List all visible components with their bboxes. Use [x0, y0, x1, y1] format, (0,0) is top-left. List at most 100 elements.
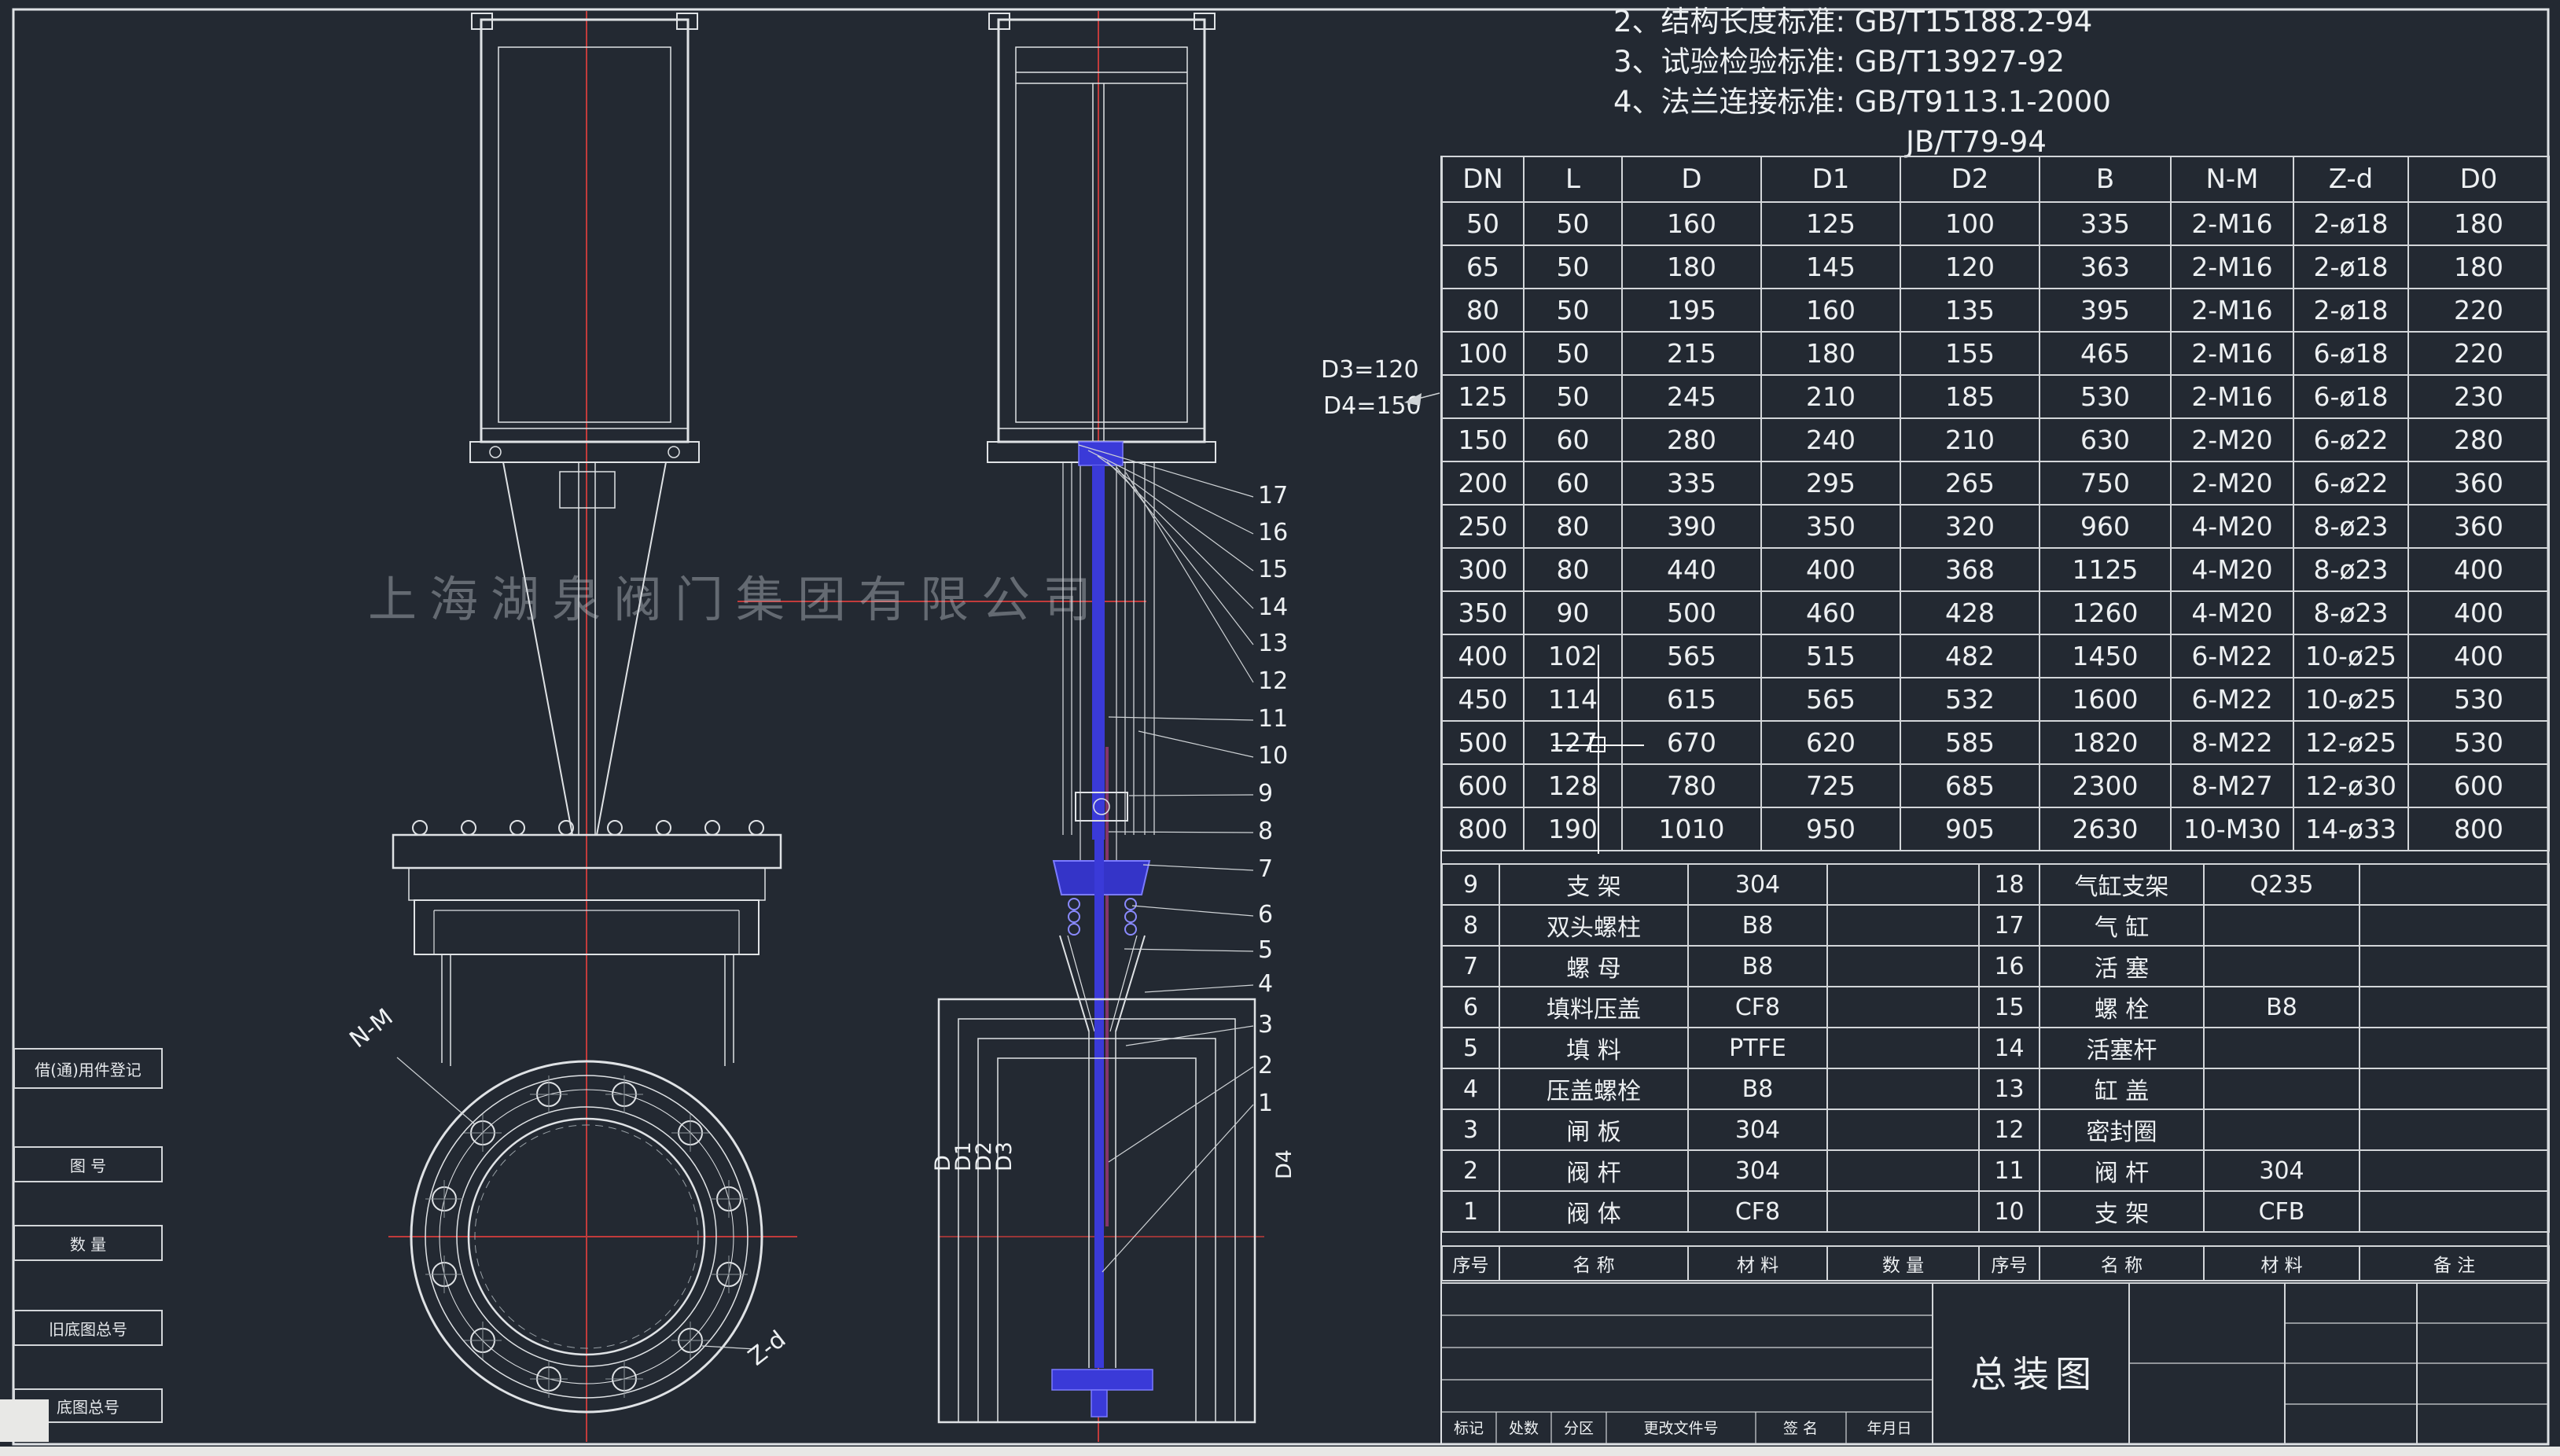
cell: 阀 杆 — [2039, 1149, 2205, 1192]
cell: 304 — [1687, 863, 1828, 906]
cell: DN — [1441, 156, 1525, 203]
cell: 名 称 — [2039, 1245, 2205, 1281]
cell: 2-M16 — [2170, 331, 2294, 376]
cell: 128 — [1523, 763, 1623, 808]
cell — [1826, 1068, 1980, 1110]
cell — [2359, 945, 2550, 987]
cell: 600 — [1441, 763, 1525, 808]
cell: 2300 — [2039, 763, 2172, 808]
cell: 620 — [1760, 720, 1901, 765]
cell: 670 — [1621, 720, 1762, 765]
gate-highlight — [1094, 840, 1104, 1368]
d4-annotation: D4=150 — [1323, 392, 1422, 420]
cell: 120 — [1900, 245, 2040, 289]
revision-label: 签 名 — [1783, 1420, 1818, 1437]
cell: B8 — [2203, 986, 2360, 1028]
cell: 145 — [1760, 245, 1901, 289]
cell: 10-ø25 — [2293, 677, 2409, 722]
cell: 6-M22 — [2170, 634, 2294, 678]
cell: 18 — [1978, 863, 2040, 906]
callout: 16 — [1258, 519, 1288, 546]
revision-label: 分区 — [1564, 1420, 1594, 1437]
cell — [1826, 1149, 1980, 1192]
cell: 1125 — [2039, 547, 2172, 592]
cell — [1826, 863, 1980, 906]
cell: 960 — [2039, 504, 2172, 549]
callout: 10 — [1258, 742, 1288, 770]
cell: 8-M27 — [2170, 763, 2294, 808]
cell: 190 — [1523, 807, 1623, 851]
cell: 螺 母 — [1499, 945, 1689, 987]
cell: 180 — [2407, 201, 2550, 246]
cell: 17 — [1978, 904, 2040, 947]
flange-circles — [410, 1060, 763, 1414]
cell — [2203, 945, 2360, 987]
cell: 10-ø25 — [2293, 634, 2409, 678]
cell: 2-M16 — [2170, 201, 2294, 246]
cell: 500 — [1621, 590, 1762, 635]
cell: 50 — [1523, 288, 1623, 333]
margin-box-drawing-no: 图 号 — [13, 1146, 163, 1182]
cell: 60 — [1523, 461, 1623, 506]
cell: CF8 — [1687, 1190, 1828, 1233]
cell: 127 — [1523, 720, 1623, 765]
seat-highlight — [1051, 1369, 1153, 1391]
cell: 400 — [2407, 634, 2550, 678]
cell: 460 — [1760, 590, 1901, 635]
cell: 8-ø23 — [2293, 504, 2409, 549]
cell: CFB — [2203, 1190, 2360, 1233]
cell: 585 — [1900, 720, 2040, 765]
cell: 230 — [2407, 374, 2550, 419]
cell: 360 — [2407, 504, 2550, 549]
callout: 13 — [1258, 630, 1288, 657]
cell: 8-ø23 — [2293, 547, 2409, 592]
cell: 4-M20 — [2170, 504, 2294, 549]
callout: 14 — [1258, 594, 1288, 621]
cell: 220 — [2407, 288, 2550, 333]
cell: 序号 — [1978, 1245, 2040, 1281]
cell: 3 — [1441, 1109, 1500, 1151]
cell: 210 — [1760, 374, 1901, 419]
cell: 2-ø18 — [2293, 245, 2409, 289]
cell — [2203, 904, 2360, 947]
cell: 2-M16 — [2170, 374, 2294, 419]
annotation-labels: N-M Z-d D3=120 D4=150 D D1 D2 D3 D4 — [344, 356, 1440, 1371]
cell: 185 — [1900, 374, 2040, 419]
cell: 闸 板 — [1499, 1109, 1689, 1151]
cell: 2 — [1441, 1149, 1500, 1192]
cell: 500 — [1441, 720, 1525, 765]
cell: 序号 — [1441, 1245, 1500, 1281]
cell: 活塞杆 — [2039, 1027, 2205, 1069]
cell: 14 — [1978, 1027, 2040, 1069]
cell — [2359, 863, 2550, 906]
cell: 100 — [1441, 331, 1525, 376]
cell: 60 — [1523, 417, 1623, 462]
cell: 350 — [1760, 504, 1901, 549]
dim-d4-label: D4 — [1272, 1149, 1297, 1179]
cell: 215 — [1621, 331, 1762, 376]
cell: 725 — [1760, 763, 1901, 808]
cell: 200 — [1441, 461, 1525, 506]
cell: 220 — [2407, 331, 2550, 376]
cell: 填料压盖 — [1499, 986, 1689, 1028]
cell: 125 — [1760, 201, 1901, 246]
cell: 304 — [1687, 1109, 1828, 1151]
cell: 6 — [1441, 986, 1500, 1028]
watermark: 上海湖泉阀门集团有限公司 — [368, 571, 1105, 628]
cell: 210 — [1900, 417, 2040, 462]
